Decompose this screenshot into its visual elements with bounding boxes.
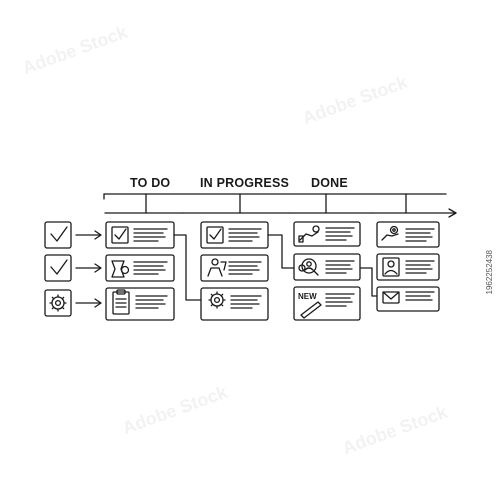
checkmark-icon (50, 259, 68, 275)
column-title-in-progress: IN PROGRESS (200, 176, 290, 190)
task-card (200, 254, 269, 282)
settings-tools-icon (111, 260, 130, 278)
timeline-axis (103, 193, 447, 200)
column-title-todo: TO DO (130, 176, 171, 190)
completed-column (376, 221, 440, 312)
task-card (376, 221, 440, 248)
task-card (105, 221, 175, 249)
task-card (376, 253, 440, 281)
hand-gear-icon (381, 225, 399, 241)
flow-connectors (173, 234, 378, 301)
task-card (105, 254, 175, 282)
gear-icon (208, 291, 226, 309)
task-card (376, 286, 440, 312)
checkbox-icon (111, 226, 129, 244)
gear-icon (49, 294, 67, 312)
column-brackets (104, 193, 457, 218)
todo-column (105, 221, 175, 321)
team-icon (207, 258, 227, 277)
clipboard-icon (112, 289, 130, 315)
task-card (293, 286, 361, 321)
task-card (200, 287, 269, 321)
task-card (105, 287, 175, 321)
svg-text:NEW: NEW (298, 292, 317, 301)
checkbox-icon (206, 226, 224, 244)
column-title-done: DONE (311, 176, 348, 190)
stock-id-label: 1962252438 (485, 250, 494, 295)
mail-icon (382, 291, 400, 304)
in-progress-column (200, 221, 269, 321)
task-card (293, 221, 361, 247)
task-card (293, 253, 361, 281)
user-icon (382, 257, 400, 277)
search-person-icon (298, 258, 319, 276)
checkmark-icon (50, 226, 68, 242)
new-badge-pen-icon: NEW (298, 292, 322, 319)
done-column: NEW (293, 221, 361, 321)
source-tasks (44, 221, 102, 317)
handshake-gear-icon (298, 225, 320, 243)
task-card (200, 221, 269, 249)
